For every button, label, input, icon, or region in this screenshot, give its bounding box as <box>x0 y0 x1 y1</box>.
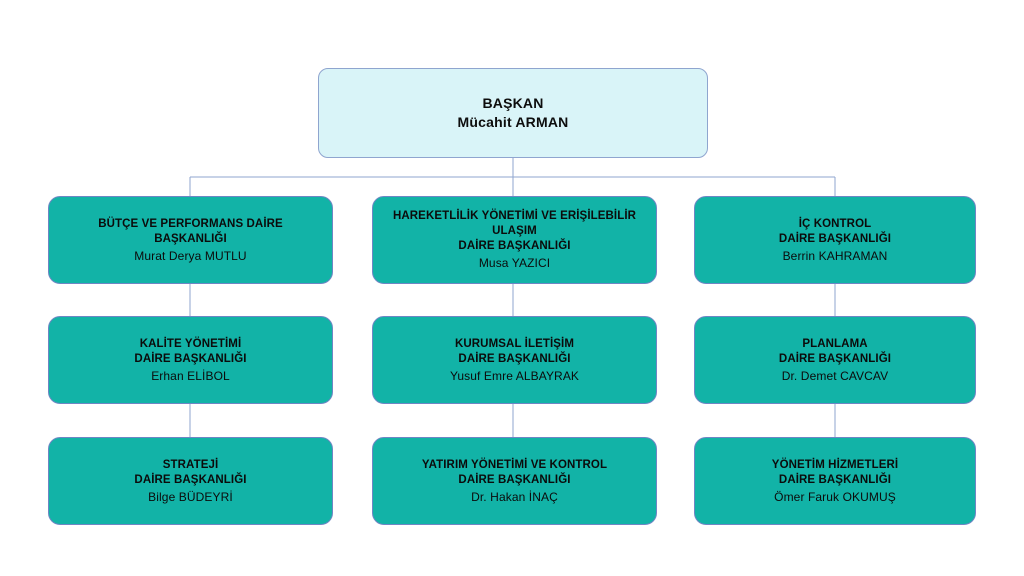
node-person: Dr. Hakan İNAÇ <box>471 489 558 504</box>
node-baskan-title: BAŞKAN <box>482 95 544 111</box>
node-person: Berrin KAHRAMAN <box>782 248 888 263</box>
node-person: Erhan ELİBOL <box>151 368 230 383</box>
node-planlama-daire-baskanligi[interactable]: PLANLAMA DAİRE BAŞKANLIĞI Dr. Demet CAVC… <box>694 316 976 404</box>
node-person: Dr. Demet CAVCAV <box>781 368 889 383</box>
node-title: STRATEJİ DAİRE BAŞKANLIĞI <box>134 458 247 486</box>
node-person: Bilge BÜDEYRİ <box>148 489 233 504</box>
node-baskan-person: Mücahit ARMAN <box>457 114 569 130</box>
node-person: Ömer Faruk OKUMUŞ <box>774 489 896 504</box>
node-title: PLANLAMA DAİRE BAŞKANLIĞI <box>778 337 892 365</box>
node-baskan[interactable]: BAŞKAN Mücahit ARMAN <box>318 68 708 158</box>
node-title: İÇ KONTROL DAİRE BAŞKANLIĞI <box>778 217 892 245</box>
node-title: YÖNETİM HİZMETLERİ DAİRE BAŞKANLIĞI <box>771 458 899 486</box>
node-person: Yusuf Emre ALBAYRAK <box>449 368 580 383</box>
node-butce-ve-performans-daire-baskanligi[interactable]: BÜTÇE VE PERFORMANS DAİRE BAŞKANLIĞI Mur… <box>48 196 333 284</box>
node-person: Murat Derya MUTLU <box>134 248 247 263</box>
node-yonetim-hizmetleri-daire-baskanligi[interactable]: YÖNETİM HİZMETLERİ DAİRE BAŞKANLIĞI Ömer… <box>694 437 976 525</box>
node-title: BÜTÇE VE PERFORMANS DAİRE BAŞKANLIĞI <box>98 217 283 245</box>
node-title: HAREKETLİLİK YÖNETİMİ VE ERİŞİLEBİLİR UL… <box>392 210 637 252</box>
node-kurumsal-iletisim-daire-baskanligi[interactable]: KURUMSAL İLETİŞİM DAİRE BAŞKANLIĞI Yusuf… <box>372 316 657 404</box>
node-title: YATIRIM YÖNETİMİ VE KONTROL DAİRE BAŞKAN… <box>421 458 608 486</box>
node-hareketlilik-yonetimi-ve-erisilebilir-ulasim-daire-baskanligi[interactable]: HAREKETLİLİK YÖNETİMİ VE ERİŞİLEBİLİR UL… <box>372 196 657 284</box>
node-strateji-daire-baskanligi[interactable]: STRATEJİ DAİRE BAŞKANLIĞI Bilge BÜDEYRİ <box>48 437 333 525</box>
node-title: KALİTE YÖNETİMİ DAİRE BAŞKANLIĞI <box>134 337 247 365</box>
node-person: Musa YAZICI <box>478 256 551 270</box>
node-kalite-yonetimi-daire-baskanligi[interactable]: KALİTE YÖNETİMİ DAİRE BAŞKANLIĞI Erhan E… <box>48 316 333 404</box>
node-ic-kontrol-daire-baskanligi[interactable]: İÇ KONTROL DAİRE BAŞKANLIĞI Berrin KAHRA… <box>694 196 976 284</box>
node-yatirim-yonetimi-ve-kontrol-daire-baskanligi[interactable]: YATIRIM YÖNETİMİ VE KONTROL DAİRE BAŞKAN… <box>372 437 657 525</box>
node-title: KURUMSAL İLETİŞİM DAİRE BAŞKANLIĞI <box>454 337 575 365</box>
